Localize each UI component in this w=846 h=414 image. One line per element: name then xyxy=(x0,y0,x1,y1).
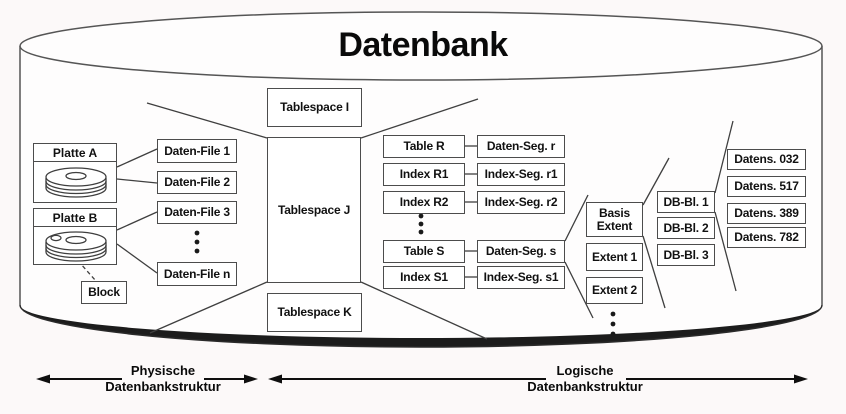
disk-platte-a: Platte A xyxy=(33,143,117,203)
daten-seg-r-box: Daten-Seg. r xyxy=(477,135,565,158)
basis-extent-box: Basis Extent xyxy=(586,202,643,237)
physical-structure-label-line1: Physische xyxy=(130,363,196,378)
dbblock-datensatz-lines xyxy=(714,120,737,292)
tablespace-expansion-lines xyxy=(146,98,488,340)
daten-file-2-box: Daten-File 2 xyxy=(157,171,237,194)
extent-2-box: Extent 2 xyxy=(586,277,643,304)
db-block-2-box: DB-Bl. 2 xyxy=(657,217,715,239)
tablespace-k-box: Tablespace K xyxy=(267,293,362,332)
logical-structure-label-line1: Logische xyxy=(556,363,614,378)
daten-file-n-box: Daten-File n xyxy=(157,262,237,286)
logical-structure-arrow xyxy=(268,374,808,384)
diagram-title: Datenbank xyxy=(338,26,508,64)
disk-platte-a-label: Platte A xyxy=(34,144,116,162)
disk-icon xyxy=(45,167,107,198)
table-segment-connectors xyxy=(465,145,477,278)
daten-file-3-box: Daten-File 3 xyxy=(157,201,237,224)
disk-platte-b-label: Platte B xyxy=(34,209,116,227)
tablespace-j-box: Tablespace J xyxy=(267,137,361,283)
daten-seg-s-box: Daten-Seg. s xyxy=(477,240,565,263)
disk-file-connectors xyxy=(116,148,158,274)
logical-structure-label: Logische Datenbankstruktur xyxy=(500,363,670,395)
disk-icon xyxy=(45,231,107,262)
block-box: Block xyxy=(81,281,127,304)
table-s-box: Table S xyxy=(383,240,465,263)
extent-dbblock-lines xyxy=(642,157,670,309)
disk-platte-b: Platte B xyxy=(33,208,117,265)
db-block-1-box: DB-Bl. 1 xyxy=(657,191,715,213)
table-r-box: Table R xyxy=(383,135,465,158)
tablespace-i-box: Tablespace I xyxy=(267,88,362,127)
segment-extent-lines xyxy=(564,194,594,319)
datensatz-389-box: Datens. 389 xyxy=(727,203,806,224)
physical-structure-arrow xyxy=(36,374,258,384)
datensatz-032-box: Datens. 032 xyxy=(727,149,806,170)
physical-structure-label: Physische Datenbankstruktur xyxy=(88,363,238,395)
datensatz-517-box: Datens. 517 xyxy=(727,176,806,197)
index-seg-r1-box: Index-Seg. r1 xyxy=(477,163,565,186)
extent-1-box: Extent 1 xyxy=(586,243,643,271)
index-r1-box: Index R1 xyxy=(383,163,465,186)
index-seg-s1-box: Index-Seg. s1 xyxy=(477,266,565,289)
index-seg-r2-box: Index-Seg. r2 xyxy=(477,191,565,214)
daten-file-1-box: Daten-File 1 xyxy=(157,139,237,163)
datensatz-782-box: Datens. 782 xyxy=(727,227,806,248)
logical-structure-label-line2: Datenbankstruktur xyxy=(527,379,643,394)
db-block-3-box: DB-Bl. 3 xyxy=(657,244,715,266)
physical-structure-label-line2: Datenbankstruktur xyxy=(105,379,221,394)
index-s1-box: Index S1 xyxy=(383,266,465,289)
block-marker xyxy=(50,234,62,242)
index-r2-box: Index R2 xyxy=(383,191,465,214)
ellipsis-dots xyxy=(194,213,616,337)
